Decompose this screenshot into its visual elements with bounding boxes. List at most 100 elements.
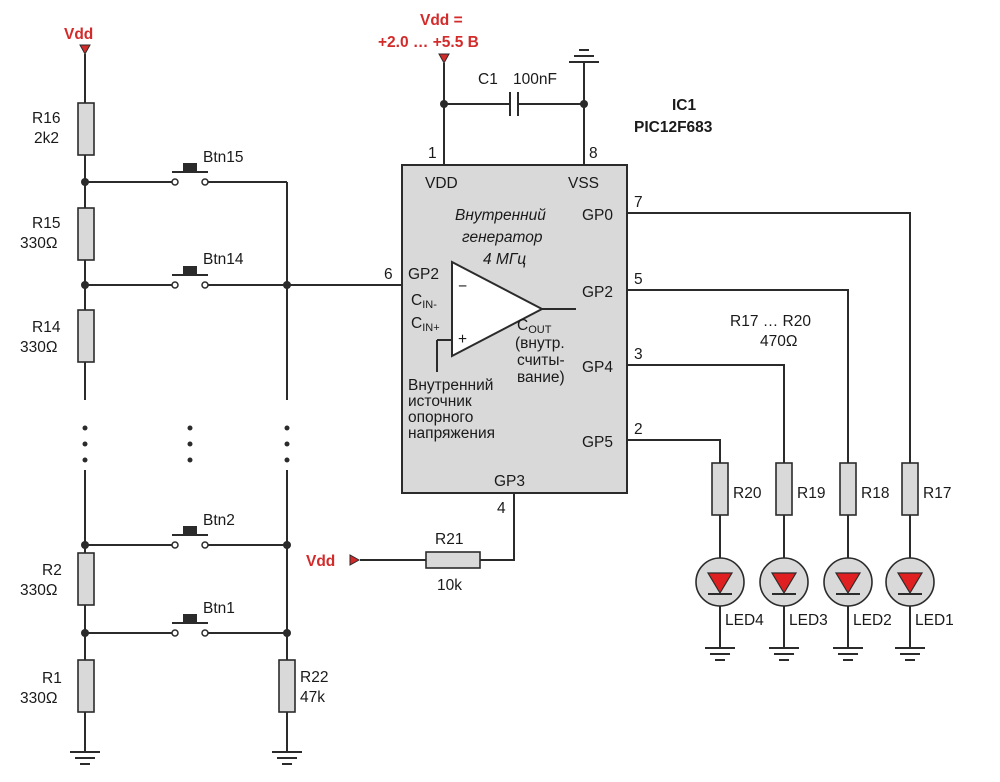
button-btn15 [85, 163, 287, 186]
r17-r20-range-label: R17 … R20 [730, 313, 811, 330]
led2-symbol [823, 515, 873, 661]
r14-name: R14 [32, 319, 61, 336]
resistor-r15 [77, 207, 95, 261]
vref-label-line3: опорного [408, 409, 473, 426]
resistor-r1 [77, 659, 95, 713]
pin-vss-label: VSS [568, 175, 599, 192]
resistor-r2 [77, 552, 95, 606]
gp5-wire [627, 439, 721, 463]
r21-value: 10k [437, 577, 462, 594]
btn1-label: Btn1 [203, 600, 235, 617]
c1-value: 100nF [513, 71, 557, 88]
pin-gp2-out-label: GP2 [582, 284, 613, 301]
pin-2-number: 2 [634, 421, 643, 438]
led4-symbol [695, 515, 745, 661]
resistor-r19 [775, 462, 793, 516]
vref-label-line2: источник [408, 393, 472, 410]
pin-1-number: 1 [428, 145, 437, 162]
button-btn2 [85, 526, 287, 549]
c1-name: C1 [478, 71, 498, 88]
pin-5-number: 5 [634, 271, 643, 288]
led2-label: LED2 [853, 612, 892, 629]
r17-r20-value: 470Ω [760, 333, 797, 350]
ground-symbol [272, 751, 302, 765]
led1-label: LED1 [915, 612, 954, 629]
pin-6-number: 6 [384, 266, 393, 283]
gp2-out-wire [627, 289, 849, 463]
vref-label-line1: Внутренний [408, 377, 493, 394]
pin-gp0-label: GP0 [582, 207, 613, 224]
r22-name: R22 [300, 669, 328, 686]
vdd-top-label-line2: +2.0 … +5.5 В [378, 34, 479, 51]
r14-value: 330Ω [20, 339, 57, 356]
cout-note-line3: вание) [517, 369, 565, 386]
pin-gp5-label: GP5 [582, 434, 613, 451]
r2-name: R2 [42, 562, 62, 579]
osc-label-line1: Внутренний [455, 207, 546, 224]
vref-label-line4: напряжения [408, 425, 495, 442]
resistor-r20 [711, 462, 729, 516]
comparator-symbol [451, 260, 545, 358]
resistor-r22 [278, 659, 296, 713]
ic-body [401, 164, 628, 494]
left-supply: Vdd [64, 26, 93, 56]
gp0-wire [627, 212, 911, 463]
comparator-plus: + [458, 331, 467, 348]
r1-name: R1 [42, 670, 62, 687]
r22-value: 47k [300, 689, 325, 706]
pin-gp4-label: GP4 [582, 359, 613, 376]
resistor-r18 [839, 462, 857, 516]
pin-7-number: 7 [634, 194, 643, 211]
led4-label: LED4 [725, 612, 764, 629]
r16-value: 2k2 [34, 130, 59, 147]
pin-4-number: 4 [497, 500, 506, 517]
vdd-left-label: Vdd [64, 26, 93, 43]
vdd-left-arrow [79, 44, 91, 56]
ground-symbol [70, 751, 100, 765]
button-btn1 [85, 614, 287, 637]
vdd-top-label-line1: Vdd = [420, 12, 463, 29]
vdd-input-arrow [349, 554, 361, 566]
cout-label: COUT [517, 317, 552, 336]
pin-gp2-in-label: GP2 [408, 266, 439, 283]
resistor-r21 [425, 551, 481, 569]
r15-value: 330Ω [20, 235, 57, 252]
ic-part-number: PIC12F683 [634, 119, 713, 136]
button-btn14 [85, 266, 287, 289]
btn2-label: Btn2 [203, 512, 235, 529]
pin-8-number: 8 [589, 145, 598, 162]
resistor-r14 [77, 309, 95, 363]
osc-label-line2: генератор [462, 229, 543, 246]
vdd-input-label: Vdd [306, 553, 335, 570]
pin-vdd-label: VDD [425, 175, 458, 192]
resistor-r17 [901, 462, 919, 516]
led3-symbol [759, 515, 809, 661]
ground-symbol [569, 49, 599, 63]
ellipsis-dots [82, 425, 290, 463]
r21-name: R21 [435, 531, 463, 548]
gp4-wire [627, 364, 785, 463]
led1-symbol [885, 515, 935, 661]
cout-note-line2: считы- [517, 352, 565, 369]
r1-value: 330Ω [20, 690, 57, 707]
r15-name: R15 [32, 215, 60, 232]
btn15-label: Btn15 [203, 149, 244, 166]
pin-3-number: 3 [634, 346, 643, 363]
vdd-top-arrow [438, 53, 450, 65]
osc-label-line3: 4 МГц [483, 251, 526, 268]
resistor-r16 [77, 102, 95, 156]
r18-label: R18 [861, 485, 889, 502]
cin-minus-label: CIN- [411, 292, 437, 311]
led3-label: LED3 [789, 612, 828, 629]
comparator-minus: − [458, 278, 467, 295]
r20-label: R20 [733, 485, 762, 502]
r2-value: 330Ω [20, 582, 57, 599]
r16-name: R16 [32, 110, 60, 127]
pin-gp3-label: GP3 [494, 473, 525, 490]
r19-label: R19 [797, 485, 825, 502]
ic-name: IC1 [672, 97, 697, 114]
r17-label: R17 [923, 485, 951, 502]
cin-plus-label: CIN+ [411, 315, 440, 334]
